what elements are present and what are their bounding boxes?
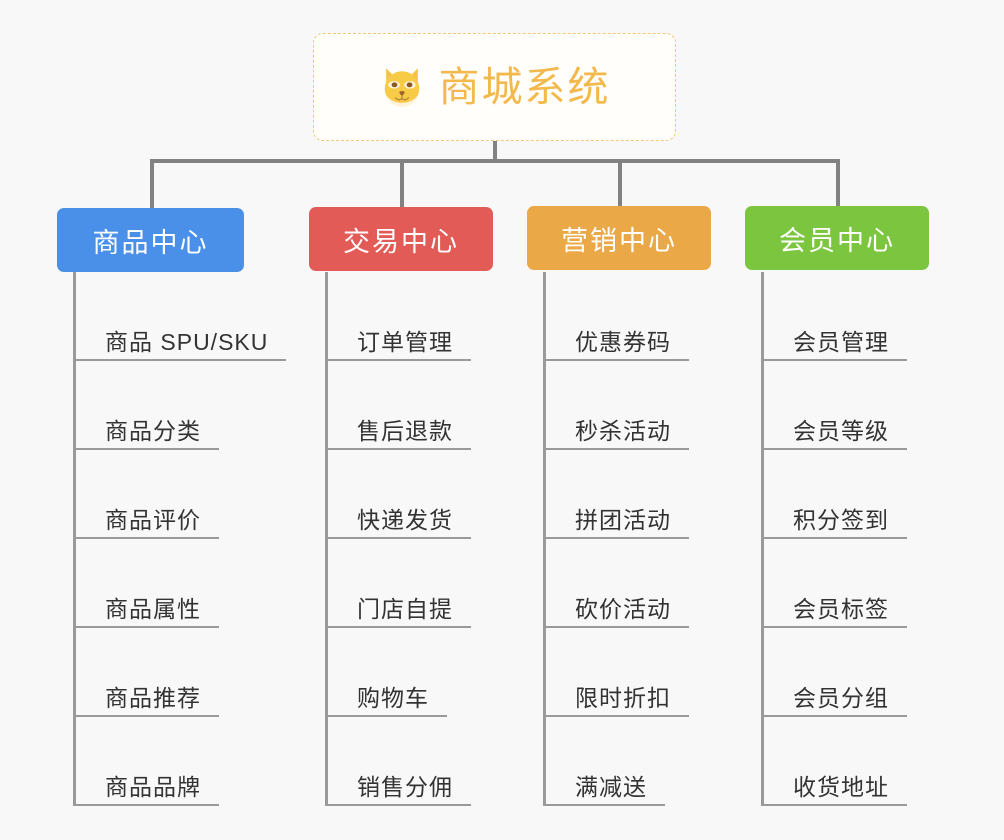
leaf-item[interactable]: 商品属性 xyxy=(73,539,219,628)
leaf-item[interactable]: 会员标签 xyxy=(761,539,907,628)
branch-header-trade[interactable]: 交易中心 xyxy=(309,207,493,271)
leaf-label: 销售分佣 xyxy=(357,773,453,800)
leaf-label: 会员等级 xyxy=(793,417,889,444)
branch-header-product[interactable]: 商品中心 xyxy=(57,208,244,272)
branch-header-label: 交易中心 xyxy=(343,226,459,257)
leaf-item[interactable]: 会员管理 xyxy=(761,272,907,361)
branch-drop-line-1 xyxy=(150,159,154,209)
leaf-label: 商品品牌 xyxy=(105,773,201,800)
leaf-item[interactable]: 砍价活动 xyxy=(543,539,689,628)
branch-trunk-line xyxy=(543,272,546,806)
branch-drop-line-2 xyxy=(400,159,404,209)
leaf-label: 订单管理 xyxy=(357,328,453,355)
leaf-item[interactable]: 优惠券码 xyxy=(543,272,689,361)
leaf-item[interactable]: 商品评价 xyxy=(73,450,219,539)
leaf-label: 砍价活动 xyxy=(575,595,671,622)
leaf-label: 收货地址 xyxy=(793,773,889,800)
leaf-item[interactable]: 商品品牌 xyxy=(73,717,219,806)
leaf-label: 购物车 xyxy=(357,684,429,711)
leaf-label: 商品评价 xyxy=(105,506,201,533)
leaf-item[interactable]: 售后退款 xyxy=(325,361,471,450)
leaf-label: 快递发货 xyxy=(357,506,453,533)
leaf-label: 限时折扣 xyxy=(575,684,671,711)
branch-trunk-line xyxy=(73,272,76,806)
leaf-label: 会员标签 xyxy=(793,595,889,622)
leaf-label: 售后退款 xyxy=(357,417,453,444)
branch-header-member[interactable]: 会员中心 xyxy=(745,206,929,270)
branch-drop-line-4 xyxy=(836,159,840,209)
leaf-label: 优惠券码 xyxy=(575,328,671,355)
leaf-label: 积分签到 xyxy=(793,506,889,533)
leaf-item[interactable]: 订单管理 xyxy=(325,272,471,361)
branch-trunk-line xyxy=(761,272,764,806)
leaf-label: 秒杀活动 xyxy=(575,417,671,444)
leaf-label: 会员管理 xyxy=(793,328,889,355)
leaf-item[interactable]: 商品分类 xyxy=(73,361,219,450)
leaf-item[interactable]: 会员等级 xyxy=(761,361,907,450)
leaf-label: 拼团活动 xyxy=(575,506,671,533)
leaf-item[interactable]: 限时折扣 xyxy=(543,628,689,717)
leaf-item[interactable]: 门店自提 xyxy=(325,539,471,628)
leaf-item[interactable]: 积分签到 xyxy=(761,450,907,539)
leaf-label: 满减送 xyxy=(575,773,647,800)
leaf-label: 会员分组 xyxy=(793,684,889,711)
branch-header-label: 会员中心 xyxy=(779,225,895,256)
leaf-label: 商品属性 xyxy=(105,595,201,622)
leaf-item[interactable]: 商品推荐 xyxy=(73,628,219,717)
root-node[interactable]: 商城系统 xyxy=(313,33,676,141)
leaf-item[interactable]: 满减送 xyxy=(543,717,665,806)
leaf-item[interactable]: 购物车 xyxy=(325,628,447,717)
branch-header-label: 商品中心 xyxy=(92,227,209,258)
leaf-label: 门店自提 xyxy=(357,595,453,622)
root-stem-line xyxy=(493,141,497,163)
leaf-item[interactable]: 会员分组 xyxy=(761,628,907,717)
branch-drop-line-3 xyxy=(618,159,622,209)
branch-header-label: 营销中心 xyxy=(561,225,677,256)
shiba-dog-icon xyxy=(384,68,419,108)
branch-header-marketing[interactable]: 营销中心 xyxy=(527,206,711,270)
root-label: 商城系统 xyxy=(438,63,611,110)
leaf-item[interactable]: 收货地址 xyxy=(761,717,907,806)
branch-bus-line xyxy=(150,159,840,163)
leaf-label: 商品推荐 xyxy=(105,684,201,711)
leaf-item[interactable]: 销售分佣 xyxy=(325,717,471,806)
leaf-item[interactable]: 秒杀活动 xyxy=(543,361,689,450)
leaf-label: 商品分类 xyxy=(105,417,201,444)
leaf-item[interactable]: 快递发货 xyxy=(325,450,471,539)
leaf-item[interactable]: 商品 SPU/SKU xyxy=(73,272,287,361)
leaf-item[interactable]: 拼团活动 xyxy=(543,450,689,539)
leaf-label: 商品 SPU/SKU xyxy=(105,328,269,355)
branch-trunk-line xyxy=(325,272,328,806)
